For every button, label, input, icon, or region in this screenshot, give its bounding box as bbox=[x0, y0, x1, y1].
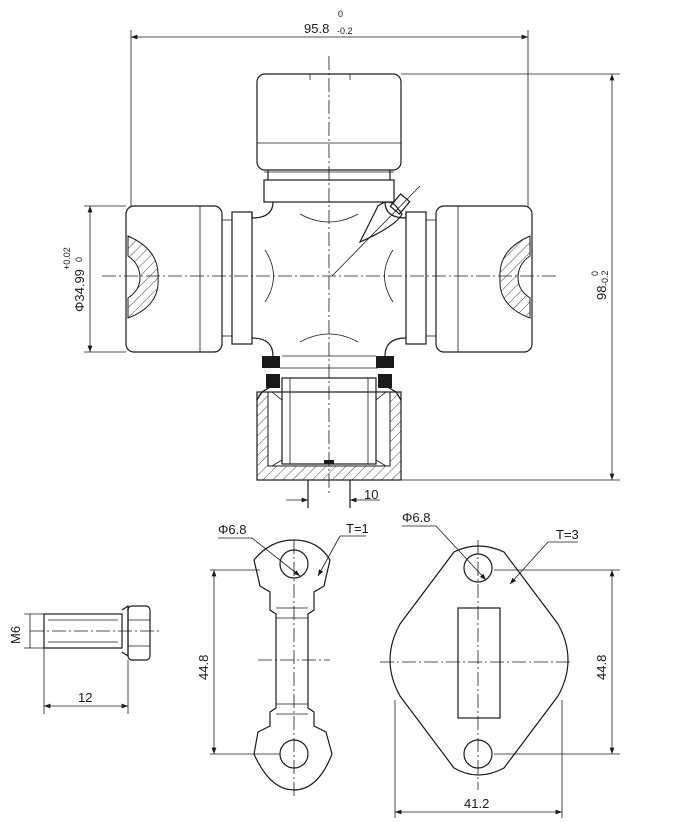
bolt-m6 bbox=[24, 604, 162, 714]
cap-tolerance-upper: +0.02 bbox=[62, 247, 72, 270]
bolt-length-label: 12 bbox=[78, 690, 92, 705]
width-tolerance-lower: -0.2 bbox=[337, 26, 353, 36]
dimension-cap-diameter bbox=[84, 205, 126, 353]
height-dimension-label: 98 bbox=[594, 286, 609, 300]
slot-dimension-label: 10 bbox=[364, 487, 378, 502]
left-bearing-cap bbox=[125, 205, 253, 353]
strap-hole-label: Φ6.8 bbox=[218, 522, 246, 537]
plate-thickness-label: T=3 bbox=[556, 527, 579, 542]
universal-joint-assembly bbox=[102, 56, 556, 508]
plate bbox=[380, 525, 620, 818]
plate-width-label: 41.2 bbox=[464, 796, 489, 811]
height-tolerance-upper: 0 bbox=[590, 271, 600, 276]
width-tolerance-upper: 0 bbox=[338, 9, 343, 19]
width-dimension-label: 95.8 bbox=[304, 21, 329, 36]
cap-tolerance-lower: 0 bbox=[74, 257, 84, 262]
height-tolerance-lower: -0.2 bbox=[600, 270, 610, 286]
strap-height-label: 44.8 bbox=[196, 655, 211, 680]
grease-nipple bbox=[331, 185, 421, 277]
plate-height-label: 44.8 bbox=[594, 655, 609, 680]
dimension-height bbox=[401, 73, 620, 481]
dimension-width bbox=[130, 30, 529, 206]
top-bearing-cap bbox=[256, 73, 402, 203]
cap-diameter-label: Φ34.99 bbox=[72, 269, 87, 312]
plate-hole-label: Φ6.8 bbox=[402, 510, 430, 525]
strap bbox=[210, 535, 366, 796]
strap-thickness-label: T=1 bbox=[346, 521, 369, 536]
right-bearing-cap bbox=[405, 205, 533, 353]
bolt-thread-label: M6 bbox=[8, 626, 23, 644]
